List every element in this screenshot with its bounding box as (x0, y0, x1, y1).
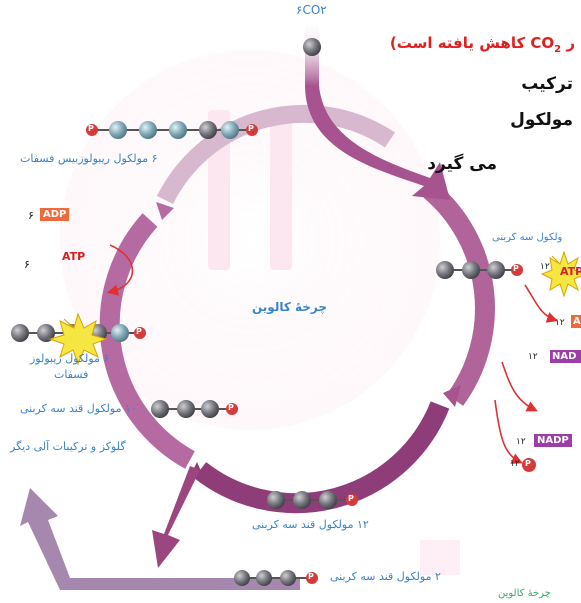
p-label: P (228, 403, 234, 412)
three-carbon-right-label: ولکول سه کربنی (492, 232, 563, 243)
atp-count-left: ۶ (24, 258, 30, 271)
sugar3-12-molecule (267, 491, 358, 509)
title-line-3: مولکول (510, 110, 573, 130)
ribulose-bisphosphate-molecule (86, 121, 258, 139)
cycle-ring (99, 104, 495, 514)
exit-arrow (20, 466, 300, 590)
p-label: P (248, 124, 254, 133)
p-label: P (136, 327, 142, 336)
sugar3-10-molecule (151, 400, 238, 418)
nadh-badge: NAD (550, 350, 581, 363)
nadh-count: ۱۲ (528, 352, 538, 362)
bottom-right-label: چرخهٔ کالوین (498, 588, 551, 599)
atp-label-left: ATP (62, 250, 86, 263)
sugar3-10-label: ۱۰ مولکول قند سه کربنی (20, 402, 137, 415)
cycle-label: چرخهٔ کالوین (252, 300, 328, 314)
p-label: P (88, 124, 94, 133)
phosphate-icon (522, 458, 536, 472)
nadp-badge: NADP (534, 434, 572, 447)
title-line-1: ر CO2 کاهش یافته است) (389, 34, 575, 55)
adp-badge-right: ADP (571, 315, 581, 328)
reaction-arrows (106, 244, 559, 464)
title-line-4: می گیرد (427, 154, 497, 174)
p-label: P (513, 264, 519, 273)
atp-starburst-left (48, 312, 108, 366)
atp-count-right: ۱۲ (540, 262, 550, 272)
sugar3-2-molecule (234, 570, 318, 586)
ribulose-phosphate-label-1: ۶ مولکول ریبولوز (30, 352, 110, 365)
glucose-label: گلوکز و ترکیبات آلی دیگر (10, 440, 126, 453)
p-label: P (525, 459, 531, 468)
co2-top-label: ۶CO۲ (296, 3, 327, 17)
p-count: ۱۲ (510, 459, 520, 469)
sugar3-12-label: ۱۲ مولکول قند سه کربنی (252, 518, 369, 531)
adp-count-right: ۱۲ (555, 318, 565, 328)
title-line-2: ترکیب (521, 74, 573, 94)
sugar3-2-label: ۲ مولکول قند سه کربنی (330, 570, 441, 583)
ribulose-bisphosphate-label: ۶ مولکول ریبولوزبیس فسفات (20, 152, 158, 165)
adp-badge-left: ADP (40, 208, 70, 221)
nadp-count: ۱۲ (516, 437, 526, 447)
atp-starburst-right (540, 250, 581, 298)
p-label: P (348, 494, 354, 503)
adp-count-left: ۶ (28, 209, 34, 222)
ribulose-phosphate-label-2: فسفات (54, 368, 89, 381)
co2-molecule (303, 38, 321, 56)
atp-label-right: ATP (560, 265, 581, 278)
three-carbon-right-molecule (436, 261, 523, 279)
p-label: P (308, 572, 314, 581)
